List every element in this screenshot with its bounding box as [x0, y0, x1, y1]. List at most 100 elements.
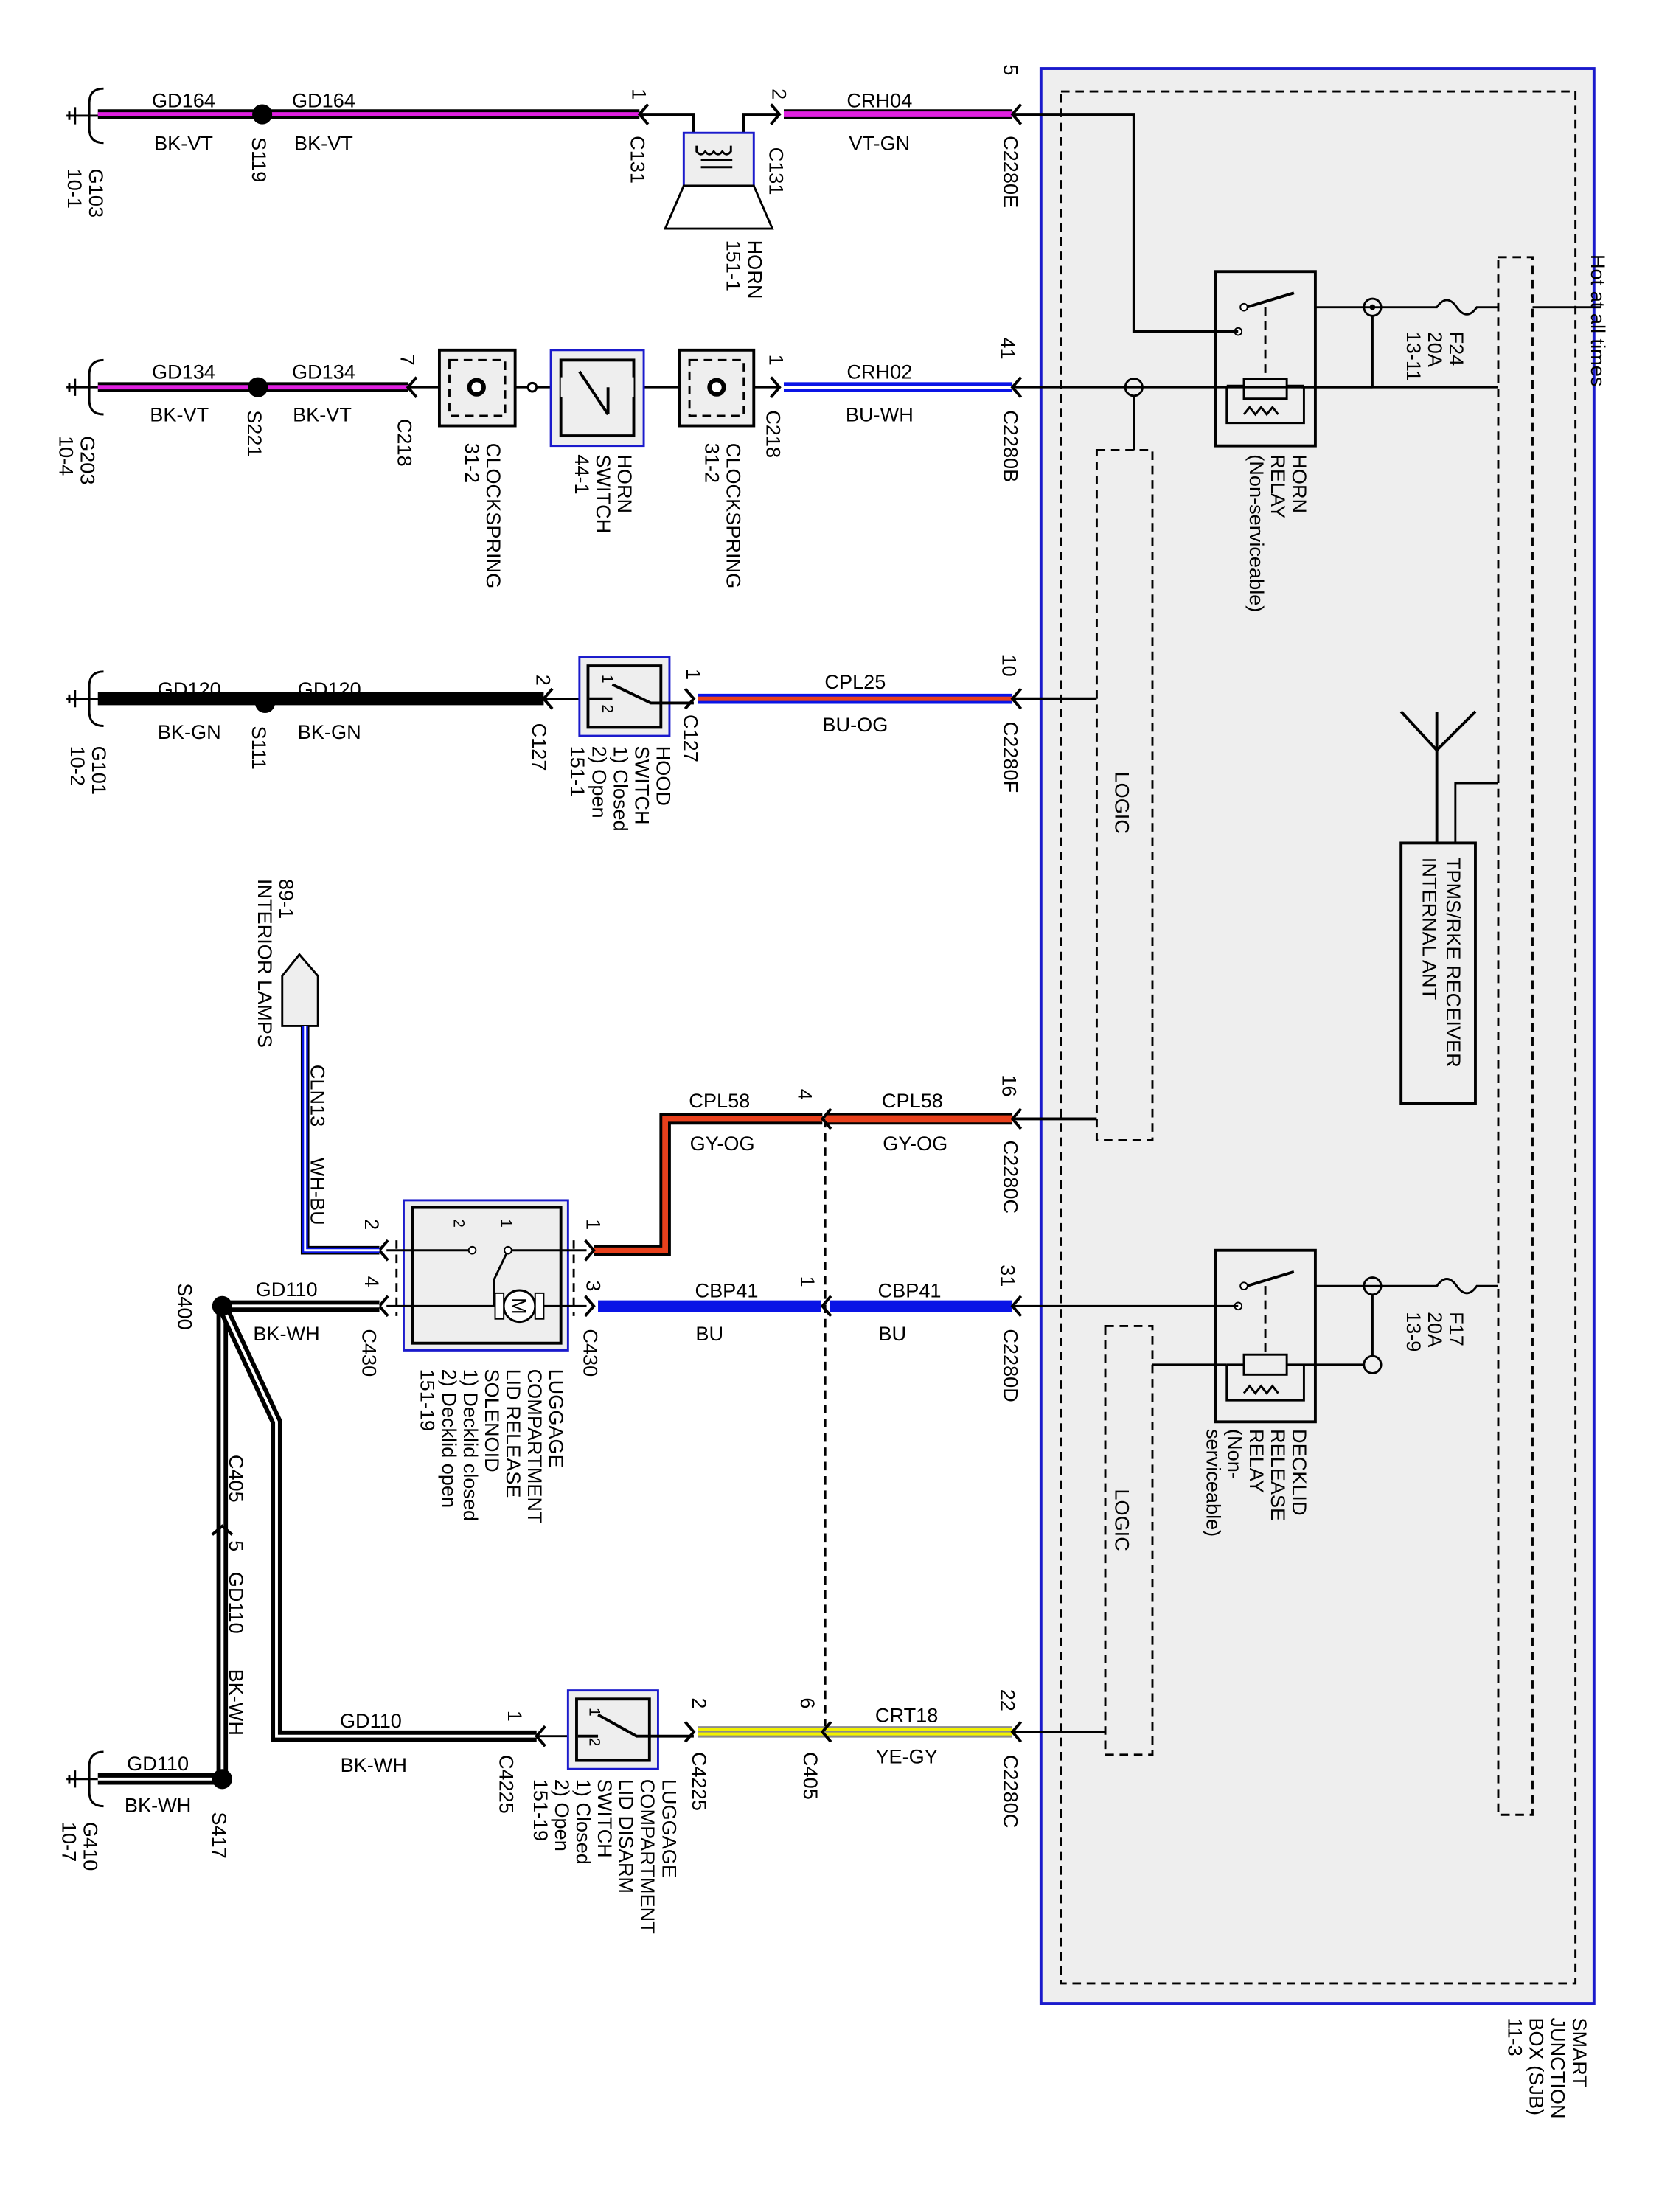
- wire-circuit-label: CLN13: [307, 1065, 330, 1127]
- solenoid-pin-label: 1: [497, 1219, 515, 1228]
- connector-pin: 1: [765, 355, 788, 366]
- connector-id: C2280D: [999, 1329, 1022, 1402]
- logic-box: [1104, 1324, 1154, 1756]
- connector-id: C4225: [688, 1752, 711, 1811]
- disarm-switch-label: SWITCH: [594, 1779, 616, 1858]
- hood-switch-label: SWITCH: [630, 746, 653, 825]
- switch-contact-icon: [589, 683, 694, 705]
- sjb-name-line: SMART: [1568, 2017, 1591, 2087]
- solenoid-pin-label: 2: [450, 1219, 467, 1228]
- luggage-compartment-lid-disarm-switch: 1 2 LUGGAGE COMPARTMENT LID DISARM SWITC…: [529, 1689, 694, 1934]
- wire-color-label: BK-VT: [293, 403, 352, 426]
- interior-lamps-label: INTERIOR LAMPS: [254, 879, 276, 1048]
- disarm-switch-label: 151-19: [529, 1779, 552, 1841]
- connector-pin: 2: [688, 1697, 711, 1708]
- relay-contact-icon: [1246, 1270, 1295, 1288]
- antenna-icon: [1399, 710, 1477, 844]
- connector-id: C430: [580, 1329, 602, 1377]
- decklid-relay-label: serviceable): [1203, 1429, 1225, 1537]
- connector-pin: 4: [793, 1089, 816, 1100]
- connector-icon: [1010, 1721, 1023, 1743]
- horn-relay: HORN RELAY (Non-serviceable): [1214, 270, 1317, 612]
- switch-contact-icon: [578, 370, 610, 416]
- sjb-name-line: 11-3: [1504, 2017, 1527, 2056]
- solenoid-label: 151-19: [417, 1369, 439, 1431]
- sjb-bus-bar: [1497, 256, 1534, 1816]
- connector-pin: 2: [768, 88, 790, 100]
- connector-id: C2280B: [999, 410, 1022, 482]
- solenoid-label: COMPARTMENT: [524, 1369, 546, 1524]
- fuse-ref: 13-9: [1402, 1312, 1425, 1352]
- wire-color-label: BK-WH: [125, 1793, 191, 1816]
- connector-icon: [1010, 376, 1023, 399]
- ground-ref: 10-7: [58, 1822, 80, 1862]
- wire-color-label: GY-OG: [883, 1132, 947, 1155]
- wire-color-label: BK-WH: [225, 1669, 248, 1736]
- connector-pin: 5: [225, 1540, 248, 1551]
- connector-pin: 1: [682, 669, 705, 680]
- switch-contact-icon: [577, 1713, 694, 1738]
- wire-circuit-label: GD120: [158, 678, 221, 700]
- tpms-rke-receiver: TPMS/RKE RECEIVER INTERNAL ANT: [1399, 710, 1498, 1105]
- fuse-rating: 20A: [1424, 1312, 1447, 1348]
- splice-s119: [252, 104, 273, 125]
- horn-switch-label: 44-1: [571, 454, 594, 494]
- wire-circuit-label: GD110: [127, 1752, 189, 1775]
- ground-g203: G203 10-4: [55, 358, 104, 484]
- splice-s221: [248, 377, 268, 397]
- fuse-rating: 20A: [1424, 332, 1447, 368]
- wire-color-label: BU-WH: [846, 403, 914, 426]
- wire-color-label: BK-GN: [158, 720, 221, 743]
- switch-pin-label: 2: [585, 1738, 603, 1747]
- disarm-switch-label: LUGGAGE: [658, 1779, 681, 1878]
- splice-s111: [254, 692, 276, 714]
- tpms-label: INTERNAL ANT: [1418, 858, 1441, 1000]
- clockspring-icon: [707, 378, 726, 397]
- connector-pin: 1: [582, 1219, 605, 1230]
- connector-id: C2280F: [999, 722, 1022, 793]
- connector-id: C127: [528, 723, 551, 771]
- decklid-relay-label: DECKLID: [1288, 1429, 1311, 1516]
- wire-color-label: BK-WH: [253, 1322, 319, 1345]
- ground-id: G103: [85, 169, 108, 218]
- wire-color-label: BK-WH: [341, 1753, 407, 1776]
- horn-switch-label: SWITCH: [592, 454, 615, 533]
- ground-ref: 10-1: [63, 169, 86, 209]
- connector-id: C2280E: [999, 136, 1022, 208]
- connector-pin: 31: [997, 1265, 1020, 1287]
- connector-icon: [584, 1239, 596, 1262]
- wire-circuit-label: GD110: [256, 1278, 318, 1301]
- tpms-box: [1399, 841, 1477, 1105]
- wire-circuit-label: GD134: [292, 361, 355, 383]
- wire-color-label: VT-GN: [849, 131, 910, 154]
- hood-switch-label: 151-1: [566, 746, 589, 797]
- logic-label: LOGIC: [1111, 1489, 1134, 1551]
- wire-circuit-label: CRT18: [875, 1703, 938, 1726]
- ground-icon: [66, 87, 104, 145]
- connector-icon: [820, 1295, 832, 1318]
- hood-switch-label: 2) Open: [588, 746, 611, 818]
- connector-pin: 2: [361, 1219, 383, 1230]
- horn-relay-label: (Non-serviceable): [1245, 454, 1268, 612]
- connector-icon: [770, 103, 782, 125]
- connector-icon: [684, 1721, 696, 1743]
- horn-label: HORN: [744, 240, 767, 299]
- wire-circuit-label: CRH02: [846, 361, 912, 383]
- wire-color-label: BK-VT: [154, 131, 213, 154]
- wire-color-label: BU-OG: [822, 713, 888, 736]
- fuse-ref: 13-11: [1402, 332, 1425, 381]
- clockspring-left: CLOCKSPRING 31-2: [437, 348, 517, 588]
- logic-box: [1095, 449, 1154, 1141]
- wire-color-label: BK-VT: [150, 403, 209, 426]
- disarm-switch-label: 2) Open: [551, 1779, 574, 1851]
- clockspring-right: CLOCKSPRING 31-2: [678, 348, 756, 588]
- relay-contact-icon: [1246, 291, 1295, 309]
- horn-coil-icon: [695, 145, 733, 169]
- wire-color-label: BK-GN: [298, 720, 361, 743]
- connector-icon: [820, 1107, 832, 1130]
- fuse-id: F17: [1445, 1312, 1468, 1346]
- wire-color-label: GY-OG: [690, 1132, 755, 1155]
- connector-icon: [770, 376, 782, 399]
- connector-pin: 4: [361, 1276, 383, 1287]
